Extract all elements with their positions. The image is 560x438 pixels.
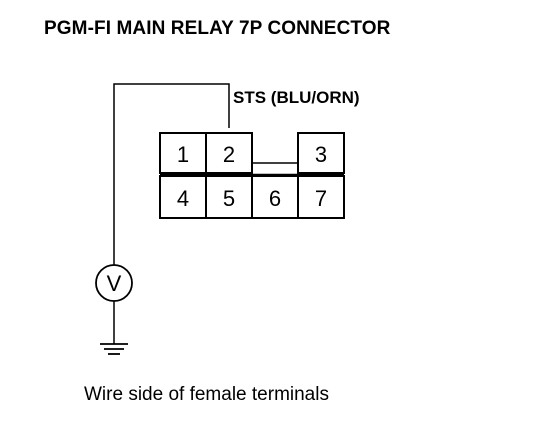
test-lead-wire	[113, 83, 230, 344]
pin-cell-7	[297, 175, 345, 219]
pin-label-4: 4	[177, 186, 189, 211]
pin-cell-3	[297, 132, 345, 174]
pin-label-2: 2	[223, 142, 235, 167]
diagram-caption: Wire side of female terminals	[84, 384, 329, 405]
pin-label-7: 7	[315, 186, 327, 211]
pin-label-3: 3	[315, 142, 327, 167]
connector-7p	[159, 132, 345, 219]
pin-cell-2	[205, 132, 253, 174]
pin-label-5: 5	[223, 186, 235, 211]
pin-label-1: 1	[177, 142, 189, 167]
diagram-title: PGM-FI MAIN RELAY 7P CONNECTOR	[44, 18, 391, 39]
pin-label-6: 6	[269, 186, 281, 211]
voltmeter-label: V	[107, 271, 122, 296]
voltmeter-icon: V	[95, 264, 133, 302]
ground-icon	[100, 343, 128, 355]
wire-label: STS (BLU/ORN)	[233, 88, 360, 107]
